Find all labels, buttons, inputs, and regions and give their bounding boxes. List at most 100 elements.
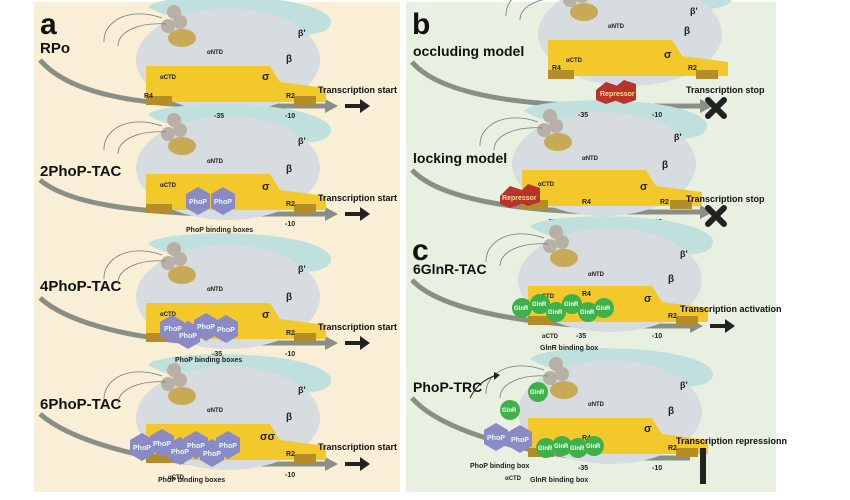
minus10-label: -10 (652, 333, 662, 340)
status-label: Transcription repressionn (676, 436, 787, 446)
binding-box-caption: PhoP binding box (470, 463, 529, 470)
transcription-arrow-icon (345, 457, 370, 471)
alpha-ctd-label: αCTD (566, 58, 583, 64)
r4-label: R4 (582, 199, 591, 206)
repression-bar-icon (700, 448, 706, 484)
curved-arrow-icon (469, 375, 495, 399)
row-title-6phop: 6PhoP-TAC (40, 396, 122, 413)
stop-x-icon (705, 97, 727, 119)
dna-arrowhead (325, 207, 338, 221)
status-label: Transcription stop (686, 194, 765, 204)
transcription-arrow-icon (345, 99, 370, 113)
stop-x-icon (705, 205, 727, 227)
beta-prime-label: β' (298, 28, 306, 38)
beta-prime-label: β' (674, 132, 682, 142)
alpha-ntd-label: αNTD (582, 156, 599, 162)
phop-label: PhoP (203, 451, 221, 458)
r2-label: R2 (286, 451, 295, 458)
glnr-label: GlnR (502, 408, 517, 414)
minus35-label: -35 (214, 113, 224, 120)
status-label: Transcription start (318, 322, 397, 332)
status-label: Transcription stop (686, 85, 765, 95)
phop-label: PhoP (487, 435, 505, 442)
glnr-label: GlnR (596, 306, 611, 312)
phop-label: PhoP (217, 327, 235, 334)
glnr-group-6: GlnR GlnR GlnR GlnR GlnR GlnR (512, 294, 614, 322)
phop-label: PhoP (164, 326, 182, 333)
binding-box-caption: GlnR binding box (530, 477, 588, 484)
r2-label: R2 (286, 330, 295, 337)
beta-label: β (286, 292, 292, 303)
row-title-4phop: 4PhoP-TAC (40, 278, 122, 295)
minus10-label: -10 (285, 351, 295, 358)
sigma-label: σ (664, 49, 672, 61)
phop-label: PhoP (171, 449, 189, 456)
glnr-label: GlnR (514, 306, 529, 312)
minus10-label: -10 (652, 465, 662, 472)
beta-prime-label: β' (298, 385, 306, 395)
repressor-label: Repressor (600, 91, 635, 98)
r2-label: R2 (668, 313, 677, 320)
panel-a-letter: a (40, 8, 57, 41)
beta-prime-label: β' (680, 249, 688, 259)
free-glnr (500, 400, 520, 420)
alpha-ctd-label: αCTD (538, 182, 555, 188)
beta-label: β (286, 164, 292, 175)
row-title-2phop: 2PhoP-TAC (40, 163, 122, 180)
phop-group-4: PhoP PhoP PhoP PhoP (160, 313, 238, 349)
phop-group-trc: PhoP PhoP (484, 423, 532, 453)
sigma-label: σ (644, 293, 652, 305)
status-label: Transcription start (318, 85, 397, 95)
alpha-ntd-label: αNTD (207, 287, 224, 293)
beta-prime-label: β' (298, 264, 306, 274)
r4-label: R4 (144, 93, 153, 100)
sigma-label: σ (640, 181, 648, 193)
glnr-label: GlnR (564, 302, 579, 308)
beta-prime-label: β' (680, 380, 688, 390)
r2-label: R2 (668, 445, 677, 452)
glnr-label: GlnR (554, 444, 569, 450)
minus10-label: -10 (285, 113, 295, 120)
r2-label: R2 (660, 199, 669, 206)
alpha-ctd-label: αCTD (160, 183, 177, 189)
dna-arrowhead (325, 99, 338, 113)
repressor-occluding: Repressor (596, 80, 636, 104)
glnr-label: GlnR (586, 444, 601, 450)
glnr-label: GlnR (570, 446, 585, 452)
minus10-label: -10 (285, 221, 295, 228)
sigma-label: σ (644, 423, 652, 435)
minus35-label: -35 (578, 112, 588, 119)
beta-label: β (286, 412, 292, 423)
alpha-ntd-label: αNTD (588, 402, 605, 408)
dna-arrowhead (700, 205, 713, 219)
sigma-label: σ (262, 71, 270, 83)
beta-prime-label: β' (298, 136, 306, 146)
minus35-label: -35 (576, 333, 586, 340)
panel-b-letter: b (412, 8, 430, 41)
minus35-label: -35 (578, 465, 588, 472)
glnr-label: GlnR (530, 390, 545, 396)
row-title-phop-trc: PhoP-TRC (413, 379, 482, 395)
glnr-label: GlnR (548, 310, 563, 316)
binding-box-caption: GlnR binding box (540, 345, 598, 352)
phop-label: PhoP (189, 199, 207, 206)
alpha-ctd-label: αCTD (542, 334, 559, 340)
binding-box-caption: PhoP binding boxes (158, 477, 225, 484)
beta-label: β (684, 26, 690, 37)
binding-box-caption: PhoP binding boxes (175, 357, 242, 364)
minus10-label: -10 (285, 472, 295, 479)
r2-label: R2 (286, 93, 295, 100)
r4-label: R4 (552, 65, 561, 72)
repressor-label: Repressor (502, 195, 537, 202)
minus10-label: -10 (652, 112, 662, 119)
r4-label: R4 (582, 291, 591, 298)
alpha-ctd-label: αCTD (160, 312, 177, 318)
alpha-ctd-label: αCTD (505, 476, 522, 482)
alpha-ntd-label: αNTD (207, 408, 224, 414)
free-glnr (528, 382, 548, 402)
row-title-occluding: occluding model (413, 43, 524, 59)
status-label: Transcription start (318, 442, 397, 452)
r4-label: R4 (582, 435, 591, 442)
